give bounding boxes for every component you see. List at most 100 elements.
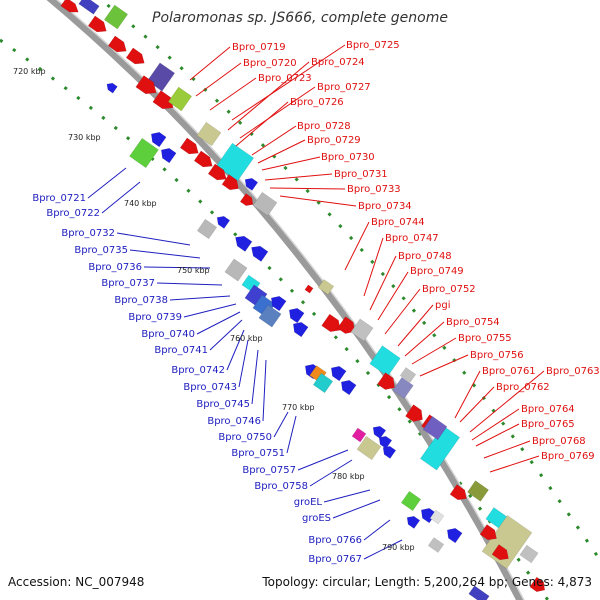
gene-feature xyxy=(193,150,213,168)
gene-label[interactable]: Bpro_0734 xyxy=(358,201,412,212)
leader-line xyxy=(209,319,243,351)
gene-label[interactable]: Bpro_0721 xyxy=(32,193,86,204)
gene-label[interactable]: groES xyxy=(302,513,331,524)
gene-label[interactable]: Bpro_0752 xyxy=(422,284,476,295)
gene-feature xyxy=(467,480,489,502)
gene-label[interactable]: Bpro_0740 xyxy=(141,329,195,340)
gene-feature xyxy=(350,318,374,342)
gene-feature xyxy=(399,367,417,383)
leader-line xyxy=(475,423,520,447)
gene-feature xyxy=(400,490,422,512)
leader-line xyxy=(226,329,245,371)
gene-label[interactable]: Bpro_0748 xyxy=(398,251,452,262)
leader-line xyxy=(257,139,306,164)
leader-line xyxy=(227,61,310,131)
gene-label[interactable]: Bpro_0724 xyxy=(311,57,365,68)
gene-feature xyxy=(235,235,253,252)
gene-label[interactable]: Bpro_0744 xyxy=(371,217,425,228)
gene-feature xyxy=(377,372,395,390)
gene-feature xyxy=(292,322,309,338)
gene-label[interactable]: Bpro_0726 xyxy=(290,97,344,108)
gene-label[interactable]: Bpro_0769 xyxy=(541,451,595,462)
gene-label[interactable]: Bpro_0723 xyxy=(258,73,312,84)
leader-line xyxy=(297,449,349,471)
gene-feature xyxy=(351,427,367,443)
gene-feature xyxy=(160,148,177,164)
gene-label[interactable]: Bpro_0732 xyxy=(61,228,115,239)
gene-label[interactable]: Bpro_0720 xyxy=(243,58,297,69)
gene-feature xyxy=(251,245,269,262)
gene-label[interactable]: Bpro_0728 xyxy=(297,121,351,132)
leader-line xyxy=(344,221,370,271)
leader-line xyxy=(332,499,381,519)
gene-label[interactable]: Bpro_0751 xyxy=(231,448,285,459)
gene-label[interactable]: Bpro_0730 xyxy=(321,152,375,163)
gene-label[interactable]: Bpro_0762 xyxy=(496,382,550,393)
gene-feature xyxy=(312,372,334,394)
gene-label[interactable]: Bpro_0749 xyxy=(410,266,464,277)
gene-label[interactable]: Bpro_0756 xyxy=(470,350,524,361)
gene-label[interactable]: Bpro_0765 xyxy=(521,419,575,430)
gene-label[interactable]: Bpro_0733 xyxy=(347,184,401,195)
gene-label[interactable]: Bpro_0739 xyxy=(128,312,182,323)
label-leader-lines xyxy=(87,44,545,560)
gene-label[interactable]: Bpro_0755 xyxy=(458,333,512,344)
gene-label[interactable]: Bpro_0735 xyxy=(74,245,128,256)
gene-label[interactable]: Bpro_0768 xyxy=(532,436,586,447)
gene-label[interactable]: pgi xyxy=(435,300,450,311)
gene-label[interactable]: Bpro_0722 xyxy=(46,208,100,219)
leader-line xyxy=(269,187,346,190)
tick-label: 730 kbp xyxy=(68,133,101,142)
gene-label[interactable]: Bpro_0742 xyxy=(171,365,225,376)
gene-feature xyxy=(491,544,509,561)
gene-label[interactable]: Bpro_0743 xyxy=(183,382,237,393)
reverse-gene-labels: Bpro_0721 Bpro_0722 Bpro_0732 Bpro_0735 … xyxy=(32,193,362,565)
gene-feature xyxy=(78,0,100,15)
gene-label[interactable]: Bpro_0763 xyxy=(546,366,600,377)
gene-feature xyxy=(449,484,467,501)
gene-label[interactable]: Bpro_0731 xyxy=(334,169,388,180)
gene-feature-track xyxy=(60,0,546,600)
gene-feature xyxy=(321,313,341,333)
leader-line xyxy=(363,237,384,297)
tick-label: 750 kbp xyxy=(177,266,210,275)
gene-label[interactable]: Bpro_0727 xyxy=(317,82,371,93)
gene-feature xyxy=(422,415,448,441)
tick-label: 780 kbp xyxy=(332,472,365,481)
gene-label[interactable]: Bpro_0766 xyxy=(308,535,362,546)
gene-label[interactable]: Bpro_0741 xyxy=(154,345,208,356)
gene-label[interactable]: Bpro_0747 xyxy=(385,233,439,244)
gene-label[interactable]: Bpro_0746 xyxy=(207,416,261,427)
gene-feature xyxy=(519,544,539,564)
gene-label[interactable]: Bpro_0725 xyxy=(346,40,400,51)
gene-label[interactable]: Bpro_0758 xyxy=(254,481,308,492)
gene-feature xyxy=(150,132,167,148)
leader-line xyxy=(169,295,231,301)
gene-label[interactable]: Bpro_0737 xyxy=(101,278,155,289)
leader-line xyxy=(469,370,545,433)
gene-label[interactable]: Bpro_0729 xyxy=(307,135,361,146)
gene-label[interactable]: Bpro_0738 xyxy=(114,295,168,306)
leader-line xyxy=(209,77,257,111)
gene-label[interactable]: groEL xyxy=(294,497,323,508)
gene-label[interactable]: Bpro_0745 xyxy=(196,399,250,410)
leader-line xyxy=(264,173,333,181)
gene-feature xyxy=(60,0,79,13)
gene-label[interactable]: Bpro_0757 xyxy=(242,465,296,476)
gene-feature xyxy=(244,177,259,191)
gene-feature xyxy=(330,366,347,382)
gene-feature xyxy=(224,258,248,282)
gc-dots-outer xyxy=(98,0,600,561)
gene-label[interactable]: Bpro_0764 xyxy=(521,404,575,415)
gene-label[interactable]: Bpro_0750 xyxy=(218,432,272,443)
gene-label[interactable]: Bpro_0736 xyxy=(88,262,142,273)
gene-label[interactable]: Bpro_0719 xyxy=(232,42,286,53)
leader-line xyxy=(231,44,346,121)
gene-label[interactable]: Bpro_0761 xyxy=(482,366,536,377)
map-title: Polaromonas sp. JS666, complete genome xyxy=(152,10,448,26)
gene-label[interactable]: Bpro_0767 xyxy=(308,554,362,565)
gene-label[interactable]: Bpro_0754 xyxy=(446,317,500,328)
leader-line xyxy=(471,408,520,441)
tick-label: 790 kbp xyxy=(382,543,415,552)
leader-line xyxy=(286,415,297,454)
